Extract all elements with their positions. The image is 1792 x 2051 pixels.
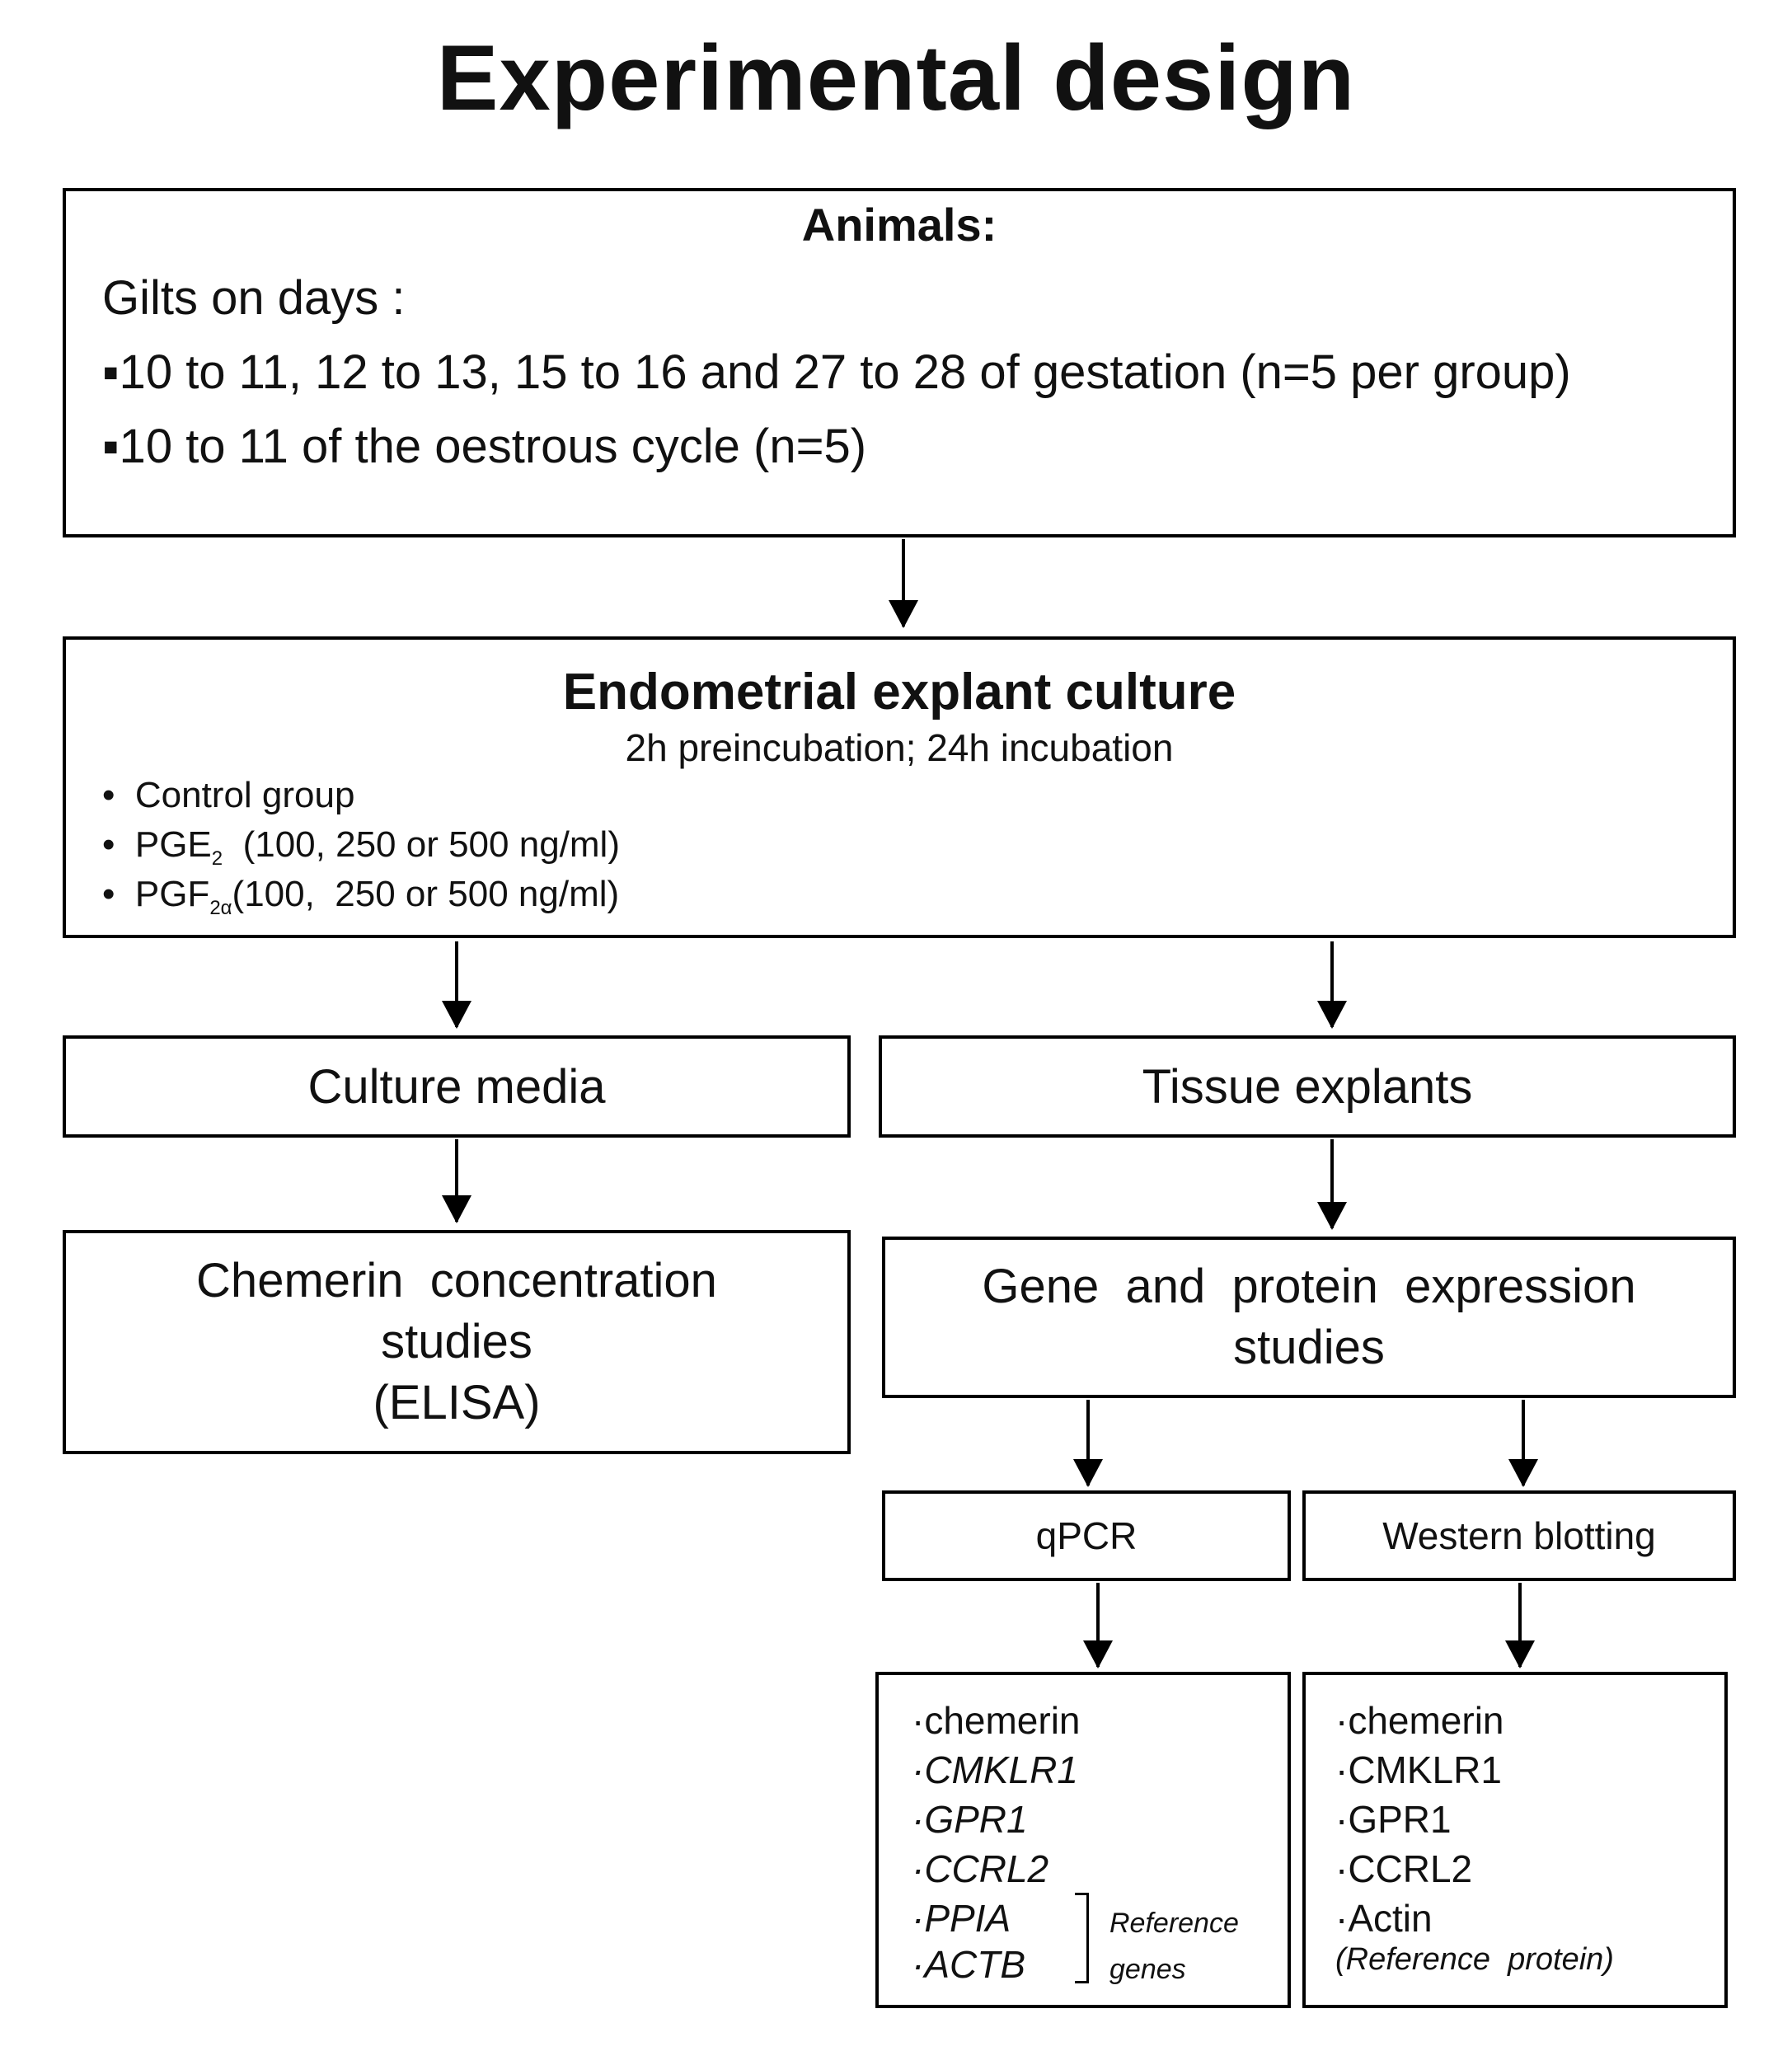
animals-box: Animals: Gilts on days : ▪10 to 11, 12 t… <box>63 188 1736 537</box>
bullet: • <box>102 775 115 815</box>
arrow-expression-to-western <box>1508 1400 1538 1487</box>
chemerin-studies-box: Chemerin concentration studies (ELISA) <box>63 1230 851 1454</box>
list-item: ·chemerin <box>1335 1699 1504 1742</box>
western-targets-box: ·chemerin ·CMKLR1 ·GPR1 ·CCRL2 ·Actin (R… <box>1302 1672 1728 2008</box>
culture-subheading: 2h preincubation; 24h incubation <box>625 726 1174 769</box>
item-text: PGF <box>134 874 210 914</box>
culture-item-pgf2a: • PGF2α(100, 250 or 500 ng/ml) <box>102 874 619 920</box>
western-label: Western blotting <box>1382 1514 1656 1557</box>
reference-genes-label-1: Reference <box>1109 1908 1239 1939</box>
expression-studies-line1: Gene and protein expression <box>982 1260 1636 1313</box>
list-item: ·CCRL2 <box>1335 1847 1473 1890</box>
list-item: ·chemerin <box>912 1699 1081 1742</box>
animals-item-oestrous: ▪10 to 11 of the oestrous cycle (n=5) <box>102 420 867 473</box>
culture-box: Endometrial explant culture 2h preincuba… <box>63 636 1736 938</box>
list-item: ·CCRL2 <box>912 1847 1049 1890</box>
arrow-culture-to-media <box>442 941 471 1029</box>
expression-studies-box: Gene and protein expression studies <box>882 1237 1736 1398</box>
list-item: ·ACTB <box>912 1943 1025 1986</box>
arrow-animals-to-culture <box>889 539 918 628</box>
item-text: Control group <box>134 775 355 815</box>
western-box: Western blotting <box>1302 1490 1736 1581</box>
qpcr-box: qPCR <box>882 1490 1291 1581</box>
culture-media-label: Culture media <box>307 1059 606 1114</box>
chemerin-studies-line2: studies <box>381 1315 532 1368</box>
chemerin-studies-line1: Chemerin concentration <box>196 1254 717 1307</box>
list-item: ·CMKLR1 <box>912 1748 1078 1791</box>
diagram-title: Experimental design <box>436 26 1356 129</box>
culture-item-pge2: • PGE2 (100, 250 or 500 ng/ml) <box>102 824 620 871</box>
culture-heading: Endometrial explant culture <box>562 664 1236 720</box>
arrow-western-to-proteins <box>1505 1583 1535 1668</box>
subscript: 2α <box>209 896 232 919</box>
expression-studies-line2: studies <box>1233 1321 1385 1374</box>
list-item: ·GPR1 <box>912 1798 1028 1841</box>
arrow-tissue-to-expression <box>1317 1139 1347 1230</box>
tissue-explants-label: Tissue explants <box>1142 1059 1473 1114</box>
bullet: • <box>102 824 115 865</box>
arrow-media-to-chemerin <box>442 1139 471 1223</box>
arrow-qpcr-to-genes <box>1083 1583 1113 1668</box>
item-text: PGE <box>134 824 212 865</box>
list-item: ·Actin <box>1335 1897 1433 1940</box>
bullet: • <box>102 874 115 914</box>
animals-intro: Gilts on days : <box>102 271 406 325</box>
culture-item-control: • Control group <box>102 775 354 816</box>
list-item: ·CMKLR1 <box>1335 1748 1502 1791</box>
qpcr-label: qPCR <box>1035 1514 1138 1557</box>
chemerin-studies-line3: (ELISA) <box>373 1376 541 1429</box>
animals-item-gestation: ▪10 to 11, 12 to 13, 15 to 16 and 27 to … <box>102 345 1571 399</box>
reference-genes-label-2: genes <box>1109 1954 1186 1985</box>
list-item: ·GPR1 <box>1335 1798 1452 1841</box>
item-text-suffix: (100, 250 or 500 ng/ml) <box>223 824 620 865</box>
subscript: 2 <box>211 847 223 870</box>
reference-bracket <box>1075 1893 1089 1983</box>
culture-media-box: Culture media <box>63 1035 851 1138</box>
animals-heading: Animals: <box>801 199 997 251</box>
qpcr-targets-box: ·chemerin ·CMKLR1 ·GPR1 ·CCRL2 ·PPIA ·AC… <box>875 1672 1291 2008</box>
list-item: ·PPIA <box>912 1897 1011 1940</box>
tissue-explants-box: Tissue explants <box>879 1035 1736 1138</box>
item-text-suffix: (100, 250 or 500 ng/ml) <box>232 874 620 914</box>
reference-protein-label: (Reference protein) <box>1335 1942 1614 1977</box>
arrow-culture-to-tissue <box>1317 941 1347 1029</box>
arrow-expression-to-qpcr <box>1073 1400 1103 1487</box>
